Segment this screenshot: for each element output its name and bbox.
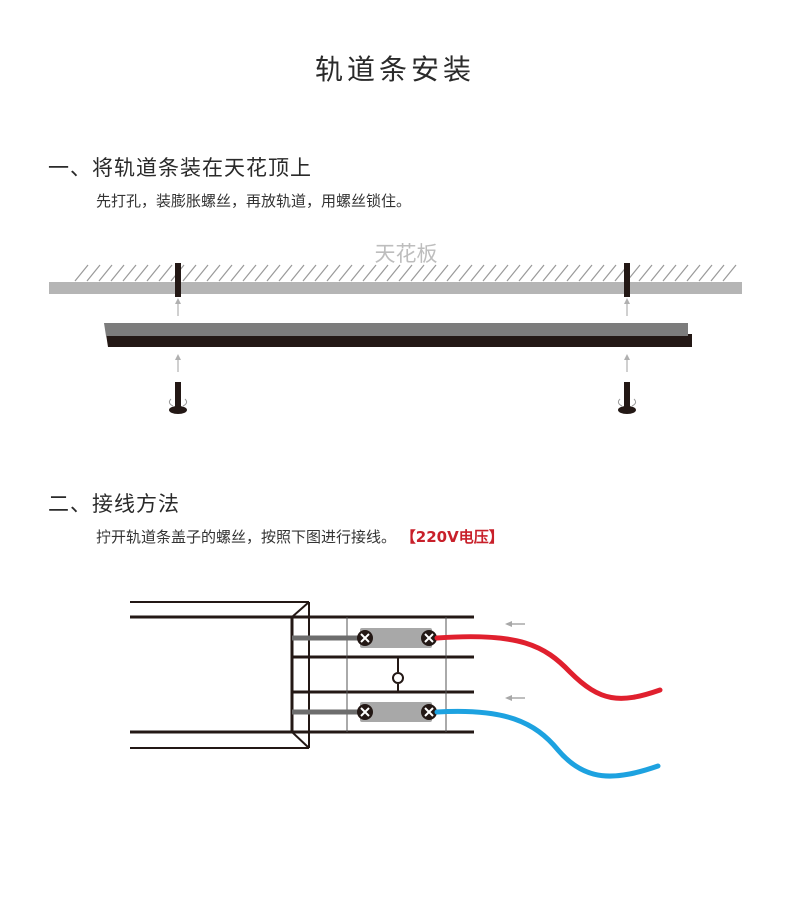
hatch-stroke	[446, 264, 461, 282]
hatch-stroke	[410, 264, 425, 282]
hatch-stroke	[674, 264, 689, 282]
hatch-stroke	[458, 264, 473, 282]
hatch-stroke	[530, 264, 545, 282]
hatch-stroke	[110, 264, 125, 282]
hatch-stroke	[194, 264, 209, 282]
hatch-stroke	[398, 264, 413, 282]
up-arrow-right-bottom	[624, 354, 630, 372]
hatch-stroke	[470, 264, 485, 282]
hatch-stroke	[242, 264, 257, 282]
hatch-stroke	[518, 264, 533, 282]
hatch-stroke	[602, 264, 617, 282]
hatch-stroke	[722, 264, 737, 282]
terminal-block-top	[357, 628, 437, 648]
section-2-heading: 二、接线方法	[48, 492, 180, 516]
insert-arrow-top	[505, 621, 525, 627]
section-2-description-text: 拧开轨道条盖子的螺丝，按照下图进行接线。	[96, 528, 397, 546]
hatch-stroke	[374, 264, 389, 282]
hatch-stroke	[302, 264, 317, 282]
hatch-stroke	[314, 264, 329, 282]
hatch-stroke	[386, 264, 401, 282]
hatch-stroke	[686, 264, 701, 282]
section-2-description: 拧开轨道条盖子的螺丝，按照下图进行接线。 【220V电压】	[96, 526, 504, 547]
hatch-stroke	[326, 264, 341, 282]
section-1-description: 先打孔，装膨胀螺丝，再放轨道，用螺丝锁住。	[96, 192, 412, 210]
hatch-stroke	[146, 264, 161, 282]
live-wire-red	[434, 634, 663, 701]
ceiling-board	[49, 282, 742, 294]
hatch-stroke	[254, 264, 269, 282]
section-1-heading: 一、将轨道条装在天花顶上	[48, 156, 312, 180]
screw-right-icon	[617, 382, 637, 414]
hatch-stroke	[650, 264, 665, 282]
hatch-stroke	[494, 264, 509, 282]
up-arrow-right-top	[624, 298, 630, 316]
hatch-stroke	[506, 264, 521, 282]
hatch-stroke	[158, 264, 173, 282]
up-arrow-left-top	[175, 298, 181, 316]
hatch-stroke	[290, 264, 305, 282]
hatch-stroke	[230, 264, 245, 282]
neutral-wire-blue	[434, 708, 661, 779]
hatch-stroke	[122, 264, 137, 282]
hatch-stroke	[206, 264, 221, 282]
ceiling-hatch	[74, 264, 737, 282]
hatch-stroke	[434, 264, 449, 282]
hatch-stroke	[362, 264, 377, 282]
up-arrow-left-bottom	[175, 354, 181, 372]
expansion-anchor-left	[175, 263, 181, 297]
voltage-note: 【220V电压】	[400, 528, 504, 546]
insert-arrow-bottom	[505, 695, 525, 701]
terminal-block-bottom	[357, 702, 437, 722]
hatch-stroke	[278, 264, 293, 282]
hatch-stroke	[578, 264, 593, 282]
expansion-anchor-right	[624, 263, 630, 297]
ceiling-label: 天花板	[375, 242, 438, 266]
hatch-stroke	[422, 264, 437, 282]
hatch-stroke	[590, 264, 605, 282]
hatch-stroke	[554, 264, 569, 282]
hatch-stroke	[542, 264, 557, 282]
hatch-stroke	[698, 264, 713, 282]
hatch-stroke	[482, 264, 497, 282]
hatch-stroke	[350, 264, 365, 282]
wiring-diagram	[130, 601, 474, 749]
hatch-stroke	[266, 264, 281, 282]
screw-left-icon	[168, 382, 188, 414]
hatch-stroke	[338, 264, 353, 282]
hatch-stroke	[182, 264, 197, 282]
hatch-stroke	[638, 264, 653, 282]
hatch-stroke	[134, 264, 149, 282]
hatch-stroke	[86, 264, 101, 282]
hatch-stroke	[662, 264, 677, 282]
hatch-stroke	[74, 264, 89, 282]
hatch-stroke	[218, 264, 233, 282]
hatch-stroke	[98, 264, 113, 282]
link-terminal-icon	[392, 672, 404, 684]
track-rail	[104, 323, 692, 347]
hatch-stroke	[710, 264, 725, 282]
hatch-stroke	[566, 264, 581, 282]
page-title: 轨道条安装	[314, 53, 475, 86]
